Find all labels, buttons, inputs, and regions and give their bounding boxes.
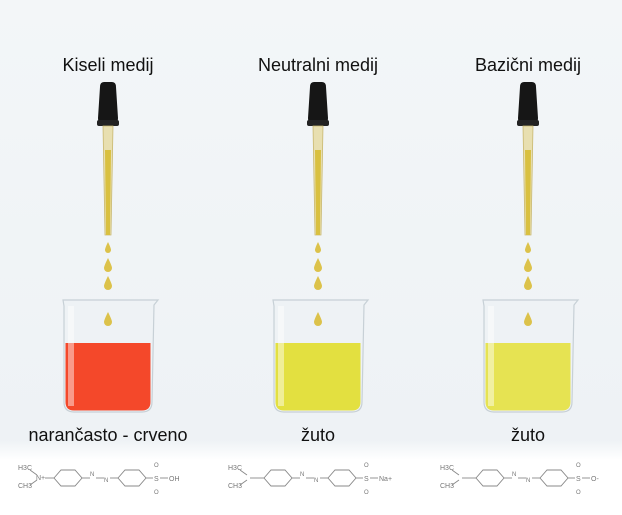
- medium-label-acid: Kiseli medij: [62, 55, 154, 75]
- medium-label-basic: Bazični medij: [474, 55, 582, 75]
- result-label-neutral: žuto: [300, 425, 336, 445]
- formula-o-top: O: [364, 463, 369, 469]
- formula-o-top: O: [154, 463, 159, 469]
- formula-h3c-top: H3C: [440, 465, 454, 472]
- formula-o-bottom: O: [154, 490, 159, 496]
- formula-h3c-bottom: CH3: [228, 483, 242, 490]
- falling-drops: [524, 242, 532, 290]
- medium-label-neutral: Neutralni medij: [257, 55, 379, 75]
- dropper-beaker-neutral: [272, 82, 370, 413]
- station-neutral: Neutralni medij žuto: [218, 0, 418, 515]
- formula-h3c-bottom: CH3: [18, 483, 32, 490]
- formula-end: O-: [591, 476, 599, 483]
- formula-n-plus: N+: [36, 475, 45, 482]
- beaker-solution: [275, 343, 361, 411]
- formula-n1: N: [300, 472, 304, 478]
- formula-sulfonyl: S: [364, 476, 369, 483]
- formula-h3c-bottom: CH3: [440, 483, 454, 490]
- result-label-acid: narančasto - crveno: [28, 425, 188, 445]
- formula-h3c-top: H3C: [18, 465, 32, 472]
- beaker-icon: [272, 299, 370, 413]
- formula-sulfonyl: S: [154, 476, 159, 483]
- station-basic: Bazični medij žuto: [428, 0, 622, 515]
- formula-o-bottom: O: [364, 490, 369, 496]
- beaker-solution: [65, 343, 151, 411]
- falling-drops: [314, 242, 322, 290]
- structural-formula-icon: H3C CH3 N+ N N S O O OH H3C CH3: [18, 463, 599, 496]
- dropper-icon: [517, 82, 539, 236]
- formula-neutral: H3C CH3 N N S O O Na+: [228, 463, 392, 496]
- formula-basic: H3C CH3 N N S O O O-: [440, 463, 599, 496]
- formula-n2: N: [104, 478, 108, 484]
- formula-n1: N: [90, 472, 94, 478]
- beaker-icon: [482, 299, 580, 413]
- formula-sulfonyl: S: [576, 476, 581, 483]
- formula-o-top: O: [576, 463, 581, 469]
- formula-end: OH: [169, 476, 180, 483]
- formula-n2: N: [526, 478, 530, 484]
- dropper-beaker-acid: [62, 82, 160, 413]
- dropper-icon: [97, 82, 119, 236]
- beaker-icon: [62, 299, 160, 413]
- formula-n2: N: [314, 478, 318, 484]
- falling-drops: [104, 242, 112, 290]
- formula-acid: H3C CH3 N+ N N S O O OH: [18, 463, 180, 496]
- beaker-solution: [485, 343, 571, 411]
- formula-n1: N: [512, 472, 516, 478]
- formula-h3c-top: H3C: [228, 465, 242, 472]
- formula-o-bottom: O: [576, 490, 581, 496]
- formula-end: Na+: [379, 476, 392, 483]
- dropper-beaker-basic: [482, 82, 580, 413]
- result-label-basic: žuto: [510, 425, 546, 445]
- dropper-icon: [307, 82, 329, 236]
- station-acid: Kiseli medij narančasto - crveno: [8, 0, 208, 515]
